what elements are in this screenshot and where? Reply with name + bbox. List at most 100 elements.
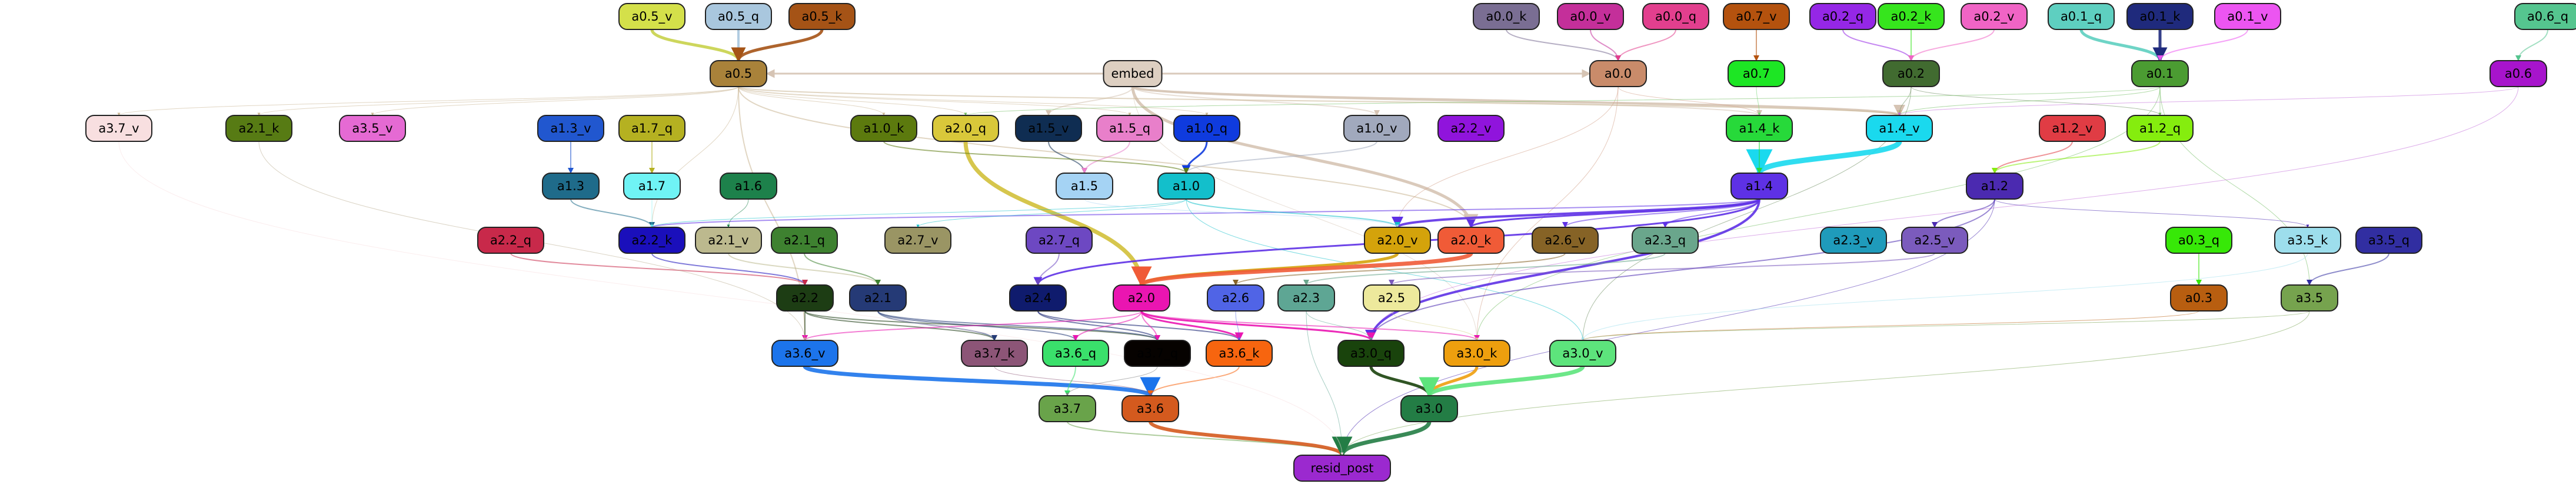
node-a0-1[interactable]: a0.1 — [2131, 60, 2189, 87]
node-a0-2-v[interactable]: a0.2_v — [1961, 3, 2028, 30]
node-a0-2[interactable]: a0.2 — [1882, 60, 1940, 87]
node-a2-2-q[interactable]: a2.2_q — [477, 227, 544, 254]
node-label: a0.1_v — [2227, 9, 2268, 24]
edge-a2-6-v-to-a2-6 — [1233, 253, 1566, 286]
node-a1-4-k[interactable]: a1.4_k — [1726, 115, 1793, 142]
node-label: a0.3 — [2185, 291, 2212, 305]
node-a3-5-q[interactable]: a3.5_q — [2355, 227, 2422, 254]
node-a1-3-v[interactable]: a1.3_v — [537, 115, 604, 142]
node-a0-5-q[interactable]: a0.5_q — [705, 3, 772, 30]
node-a3-0-q[interactable]: a3.0_q — [1337, 340, 1405, 367]
node-a2-0-v[interactable]: a2.0_v — [1364, 227, 1431, 254]
edge-a1-4-to-a2-0-k — [1466, 198, 1760, 228]
node-a1-0[interactable]: a1.0 — [1157, 173, 1215, 200]
node-a1-5[interactable]: a1.5 — [1056, 173, 1113, 200]
edge-a0-5-to-a2-2-k — [650, 86, 739, 228]
node-a0-1-v[interactable]: a0.1_v — [2214, 3, 2281, 30]
node-a1-2-q[interactable]: a1.2_q — [2126, 115, 2194, 142]
node-label: a2.5 — [1378, 291, 1405, 305]
node-a0-0-v[interactable]: a0.0_v — [1557, 3, 1624, 30]
node-a0-0[interactable]: a0.0 — [1589, 60, 1647, 87]
node-a2-1-v[interactable]: a2.1_v — [695, 227, 762, 254]
node-a3-6-k[interactable]: a3.6_k — [1206, 340, 1273, 367]
node-a2-1[interactable]: a2.1 — [849, 284, 907, 312]
node-a0-5-k[interactable]: a0.5_k — [788, 3, 856, 30]
node-a3-0-v[interactable]: a3.0_v — [1549, 340, 1616, 367]
node-a3-7-v[interactable]: a3.7_v — [85, 115, 152, 142]
node-a1-2[interactable]: a1.2 — [1966, 173, 2023, 200]
node-a1-0-k[interactable]: a1.0_k — [850, 115, 917, 142]
node-a1-7[interactable]: a1.7 — [623, 173, 681, 200]
node-a0-7[interactable]: a0.7 — [1728, 60, 1785, 87]
node-a3-5-k[interactable]: a3.5_k — [2274, 227, 2341, 254]
node-a1-6[interactable]: a1.6 — [720, 173, 777, 200]
edge-a1-4-v-to-a1-4 — [1746, 140, 1902, 176]
edge-a3-5-to-resid-post — [1340, 310, 2310, 456]
node-a3-7-k[interactable]: a3.7_k — [961, 340, 1028, 367]
node-a3-6[interactable]: a3.6 — [1121, 395, 1179, 422]
node-label: a2.2_k — [632, 233, 673, 248]
node-a3-5-v[interactable]: a3.5_v — [339, 115, 406, 142]
node-a1-4-v[interactable]: a1.4_v — [1866, 115, 1933, 142]
node-a0-1-q[interactable]: a0.1_q — [2048, 3, 2115, 30]
node-a0-6-q[interactable]: a0.6_q — [2514, 3, 2576, 30]
node-label: a3.5 — [2296, 291, 2323, 305]
node-box — [2490, 60, 2547, 87]
node-a1-5-q[interactable]: a1.5_q — [1096, 115, 1163, 142]
node-a0-1-k[interactable]: a0.1_k — [2126, 3, 2194, 30]
node-a3-0[interactable]: a3.0 — [1400, 395, 1458, 422]
node-a3-7-q[interactable]: a3.7_q — [1124, 340, 1191, 367]
node-a3-0-k[interactable]: a3.0_k — [1443, 340, 1510, 367]
node-a0-5-v[interactable]: a0.5_v — [618, 3, 685, 30]
node-a2-3-v[interactable]: a2.3_v — [1820, 227, 1887, 254]
node-a1-0-q[interactable]: a1.0_q — [1173, 115, 1240, 142]
node-label: a1.5_q — [1109, 121, 1150, 136]
node-a0-6[interactable]: a0.6 — [2490, 60, 2547, 87]
node-a1-2-v[interactable]: a1.2_v — [2039, 115, 2106, 142]
node-a2-7-q[interactable]: a2.7_q — [1026, 227, 1093, 254]
node-label: a3.6_q — [1055, 346, 1096, 361]
node-a1-7-q[interactable]: a1.7_q — [618, 115, 685, 142]
node-a2-2-k[interactable]: a2.2_k — [618, 227, 685, 254]
node-a2-2[interactable]: a2.2 — [776, 284, 834, 312]
node-a0-3-q[interactable]: a0.3_q — [2165, 227, 2232, 254]
node-a2-6[interactable]: a2.6 — [1207, 284, 1264, 312]
node-a0-3[interactable]: a0.3 — [2170, 284, 2228, 312]
node-a0-5[interactable]: a0.5 — [710, 60, 767, 87]
node-embed[interactable]: embed — [1103, 60, 1163, 87]
node-a2-0-k[interactable]: a2.0_k — [1437, 227, 1505, 254]
node-a1-3[interactable]: a1.3 — [542, 173, 600, 200]
edge-a2-3-q-to-a2-3 — [1303, 253, 1666, 286]
node-a2-3-q[interactable]: a2.3_q — [1632, 227, 1699, 254]
node-a1-0-v[interactable]: a1.0_v — [1343, 115, 1410, 142]
node-a0-2-k[interactable]: a0.2_k — [1878, 3, 1945, 30]
node-a3-6-q[interactable]: a3.6_q — [1042, 340, 1109, 367]
node-label: a0.6_q — [2527, 9, 2568, 24]
node-a2-1-k[interactable]: a2.1_k — [225, 115, 292, 142]
node-a2-1-q[interactable]: a2.1_q — [771, 227, 838, 254]
node-a2-7-v[interactable]: a2.7_v — [884, 227, 951, 254]
node-a3-7[interactable]: a3.7 — [1039, 395, 1096, 422]
node-a2-4[interactable]: a2.4 — [1009, 284, 1067, 312]
node-label: a1.7 — [638, 179, 665, 193]
node-a3-5[interactable]: a3.5 — [2281, 284, 2338, 312]
edge-a2-1-q-to-a2-1 — [804, 253, 881, 286]
node-a0-7-v[interactable]: a0.7_v — [1723, 3, 1790, 30]
node-a2-5-v[interactable]: a2.5_v — [1901, 227, 1968, 254]
node-a2-2-v[interactable]: a2.2_v — [1437, 115, 1505, 142]
node-a2-3[interactable]: a2.3 — [1277, 284, 1335, 312]
node-a0-0-k[interactable]: a0.0_k — [1473, 3, 1540, 30]
node-a0-0-q[interactable]: a0.0_q — [1642, 3, 1709, 30]
edge-embed-to-a1-0-v — [1132, 86, 1380, 116]
node-a3-6-v[interactable]: a3.6_v — [771, 340, 838, 367]
node-a0-2-q[interactable]: a0.2_q — [1809, 3, 1876, 30]
edge-a0-2-q-to-a0-2 — [1842, 29, 1914, 61]
node-a2-5[interactable]: a2.5 — [1363, 284, 1420, 312]
node-label: a3.5_v — [352, 121, 392, 136]
node-a2-0-q[interactable]: a2.0_q — [932, 115, 999, 142]
node-a2-0[interactable]: a2.0 — [1113, 284, 1170, 312]
node-a1-5-v[interactable]: a1.5_v — [1015, 115, 1082, 142]
node-resid-post[interactable]: resid_post — [1293, 455, 1391, 482]
node-a2-6-v[interactable]: a2.6_v — [1532, 227, 1599, 254]
node-a1-4[interactable]: a1.4 — [1730, 173, 1788, 200]
